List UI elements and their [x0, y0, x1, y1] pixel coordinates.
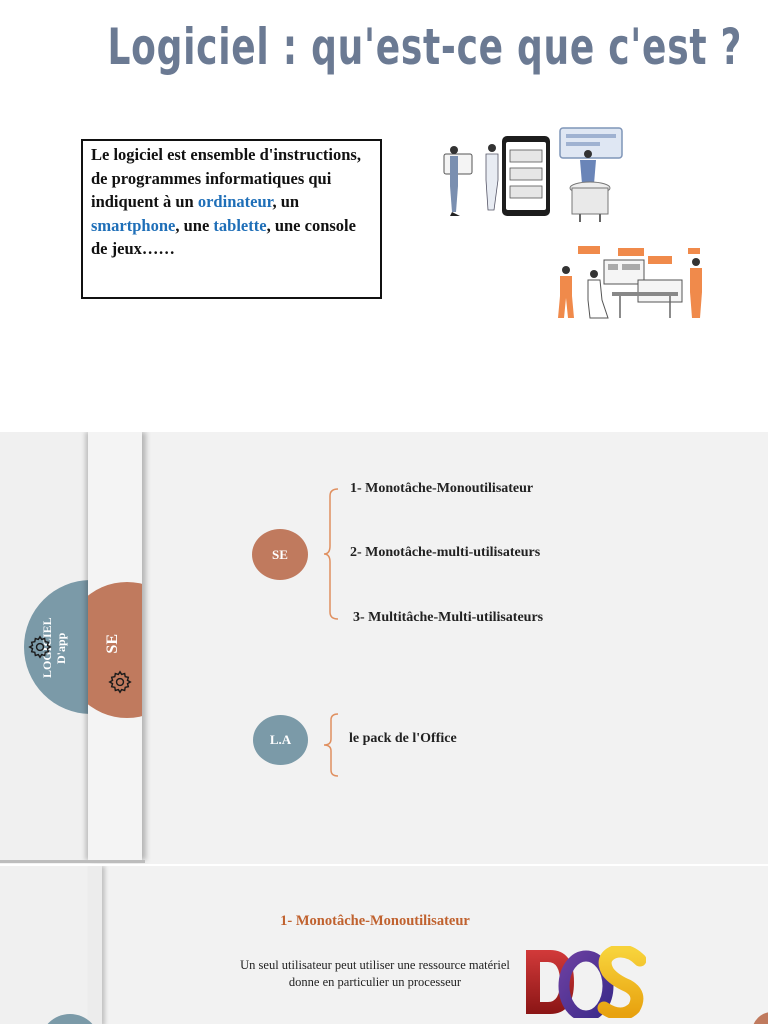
se-tab-label: SE [104, 634, 121, 654]
slide-1: Logiciel : qu'est-ce que c'est ? Le logi… [0, 0, 768, 432]
definition-keyword-ordinateur: ordinateur [197, 192, 273, 211]
gear-icon [28, 635, 52, 659]
logiciel-label-line2: D'app [54, 632, 68, 664]
se-item-1: 1- Monotâche-Monoutilisateur [350, 481, 534, 496]
gear-icon [108, 670, 132, 694]
definition-keyword-smartphone: smartphone [91, 215, 176, 235]
logiciel-circle [40, 1014, 100, 1024]
dos-logo [526, 946, 646, 1018]
definition-separator: , un [272, 192, 300, 211]
slide-2: LOGICIEL D'app SE [0, 432, 768, 864]
team-meeting-illustration [558, 246, 702, 319]
definition-text: Le logiciel est ensemble d'instructions,… [91, 145, 361, 211]
se-circle [88, 582, 142, 718]
definition-separator: , une [175, 215, 214, 235]
slide-title: Logiciel : qu'est-ce que c'est ? [107, 18, 743, 76]
people-shopping-illustration [443, 127, 623, 222]
node-la: L.A [253, 715, 308, 765]
slide-3: 1- Monotâche-Monoutilisateur Un seul uti… [0, 866, 768, 1024]
section-title: 1- Monotâche-Monoutilisateur [280, 913, 470, 929]
slide-divider [0, 860, 145, 863]
definition-box: Le logiciel est ensemble d'instructions,… [81, 139, 382, 299]
brace-icon [323, 713, 339, 777]
se-item-2: 2- Monotâche-multi-utilisateurs [350, 545, 541, 560]
se-item-3: 3- Multitâche-Multi-utilisateurs [353, 610, 544, 625]
left-panel [0, 866, 88, 1024]
definition-end: , une console de jeux…… [91, 215, 356, 259]
logiciel-tab [0, 432, 88, 860]
brace-icon [323, 488, 339, 620]
middle-panel [88, 866, 102, 1024]
definition-keyword-tablette: tablette [213, 215, 267, 235]
la-item-1: le pack de l'Office [349, 731, 457, 746]
decorative-arc [752, 1012, 768, 1024]
se-tab [88, 432, 142, 860]
node-se: SE [252, 529, 308, 580]
section-description: Un seul utilisateur peut utiliser une re… [240, 958, 510, 989]
